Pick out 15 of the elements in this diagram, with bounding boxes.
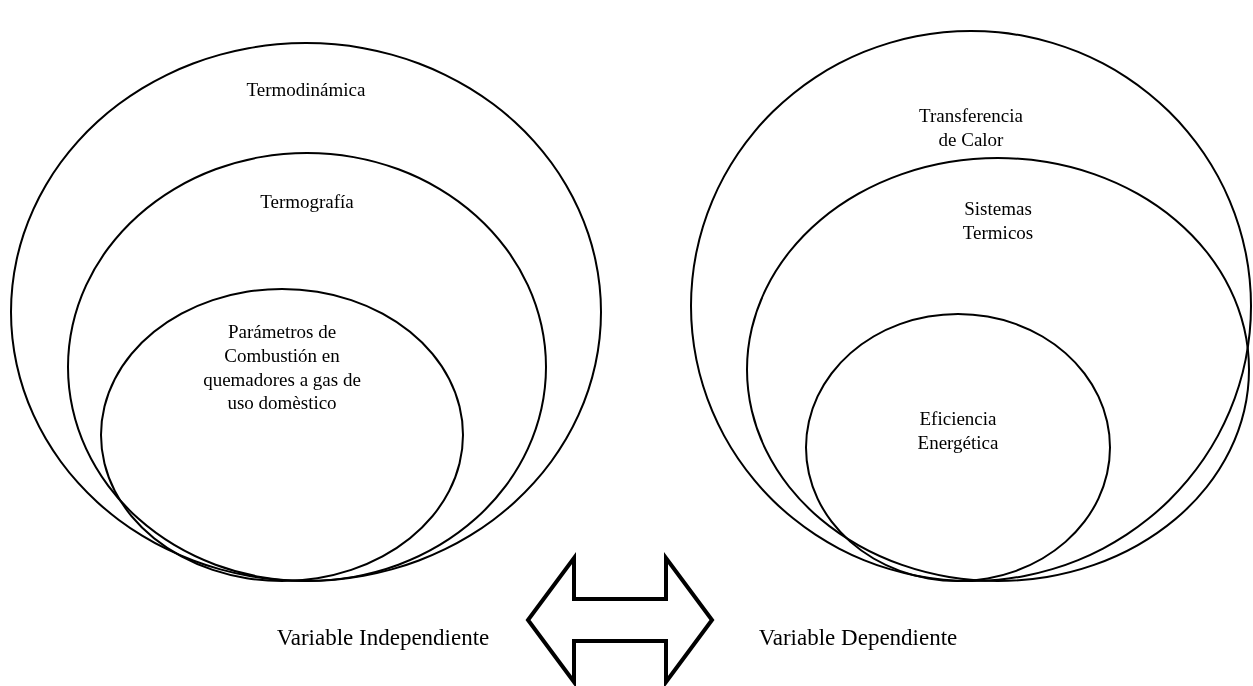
double-block-arrow bbox=[525, 551, 715, 686]
ellipse bbox=[805, 313, 1111, 582]
ellipse-label: Termodinámica bbox=[245, 78, 367, 102]
ellipse-label: Sistemas Termicos bbox=[961, 197, 1035, 245]
ellipse bbox=[100, 288, 464, 582]
ellipse-label: Termografía bbox=[259, 190, 355, 214]
ellipse bbox=[746, 157, 1250, 582]
caption-text: Variable Dependiente bbox=[738, 624, 978, 656]
ellipse-label: Transferencia de Calor bbox=[918, 104, 1024, 152]
ellipse bbox=[690, 30, 1252, 582]
ellipse-label: Parámetros de Combustión en quemadores a gas de uso domèstico bbox=[202, 320, 362, 415]
ellipse bbox=[67, 152, 547, 582]
caption-text: Variable Independiente bbox=[258, 624, 508, 656]
ellipse-label: Eficiencia Energética bbox=[916, 407, 1000, 455]
ellipse bbox=[10, 42, 602, 582]
